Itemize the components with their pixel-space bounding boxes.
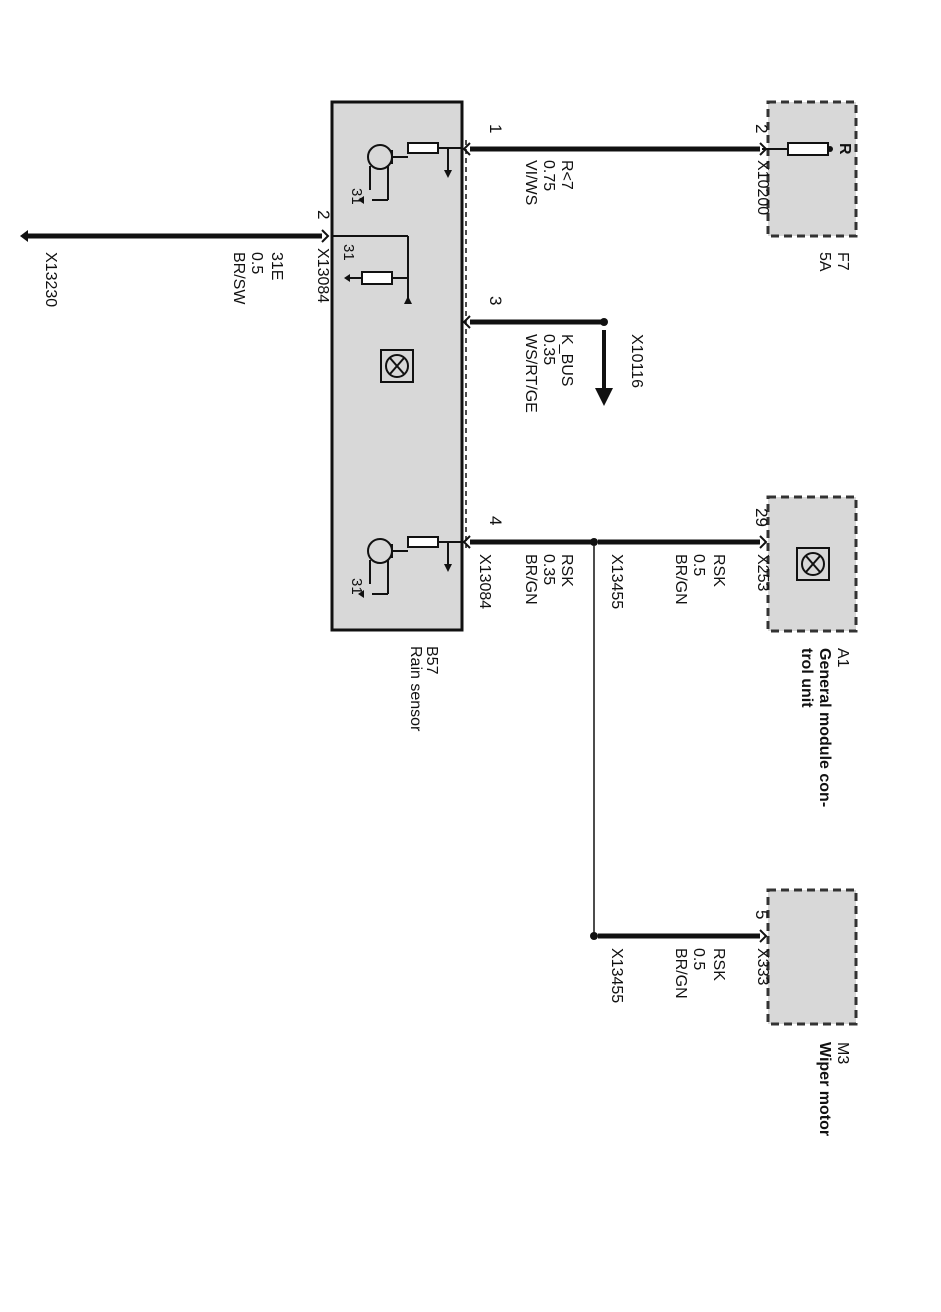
rain-sensor-id: B57 [423, 646, 440, 675]
wire-4-signal: RSK [558, 554, 575, 587]
connector-chevron [462, 315, 471, 329]
arrow-down-icon [595, 388, 613, 406]
splice-dot-icon [590, 538, 598, 546]
resistor-icon [407, 142, 439, 154]
splice-dot-icon [827, 146, 833, 152]
wire-2-connector: X13084 [314, 248, 331, 303]
fuse-pin-label: R [836, 143, 853, 155]
wire-2-size: 0.5 [248, 252, 265, 274]
fuse-box [766, 100, 858, 238]
connector-chevron [321, 229, 330, 243]
wire-6-signal: RSK [710, 948, 727, 981]
wire-1-sensor-pin: 1 [486, 124, 505, 133]
fuse-icon [787, 142, 829, 156]
fuse-rating: 5A [816, 252, 833, 272]
fuse-id: F7 [834, 252, 851, 271]
wire-6-color: BR/GN [672, 948, 689, 999]
general-module-id: A1 [834, 648, 851, 668]
wire-3-signal: K_BUS [558, 334, 575, 386]
wiper-motor-box [766, 888, 858, 1026]
connector-chevron [759, 142, 768, 156]
general-module-name-2: trol unit [798, 648, 815, 708]
transistor-icon [367, 144, 408, 201]
resistor-icon [407, 536, 439, 548]
general-module-name-1: General module con- [816, 648, 833, 807]
wire-1-connector: X10200 [754, 160, 771, 215]
ground-terminal-icon [20, 230, 28, 242]
wire-4-splice: X13455 [608, 554, 625, 609]
wire-6-connector: X333 [754, 948, 771, 985]
wire-6-wiper-pin: 5 [752, 910, 771, 919]
splice-dot-icon [590, 932, 598, 940]
ground-terminal-icon [344, 274, 350, 282]
wire-1-color: VI/WS [522, 160, 539, 205]
wire-5-connector: X253 [754, 554, 771, 591]
rain-sensor-name: Rain sensor [407, 646, 424, 732]
wire-5-size: 0.5 [690, 554, 707, 576]
wiper-motor-name: Wiper motor [816, 1042, 833, 1136]
wire-5-signal: RSK [710, 554, 727, 587]
arrow-down-icon [444, 170, 452, 178]
ground-terminal-icon [358, 590, 364, 598]
arrow-down-icon [444, 564, 452, 572]
wire-3-connector: X10116 [628, 334, 645, 388]
wire-2-signal: 31E [268, 252, 285, 280]
wire-3-size: 0.35 [540, 334, 557, 365]
wire-2-sensor-pin: 2 [314, 210, 333, 219]
wire-6-splice: X13455 [608, 948, 625, 1003]
wire-2-ground-point: X13230 [42, 252, 59, 307]
wire-5-gm-pin: 29 [752, 508, 771, 527]
control-unit-icon [796, 547, 830, 581]
wire-6-size: 0.5 [690, 948, 707, 970]
sensor-ground-label-1: 31 [348, 188, 365, 205]
wire-1-signal: R<7 [558, 160, 575, 190]
wire-2-color: BR/SW [230, 252, 247, 305]
wire-4-size: 0.35 [540, 554, 557, 585]
connector-chevron [759, 535, 768, 549]
wire-3-color: WS/RT/GE [522, 334, 539, 413]
wire-1-size: 0.75 [540, 160, 557, 191]
wire-5-color: BR/GN [672, 554, 689, 605]
wiper-motor-id: M3 [834, 1042, 851, 1064]
wire-4-sensor-pin: 4 [486, 516, 505, 525]
resistor-icon [361, 271, 393, 285]
connector-chevron [759, 929, 768, 943]
wire-1-fuse-pin: 2 [752, 124, 771, 133]
control-unit-icon [380, 349, 414, 383]
sensor-internal-pin2 [332, 235, 409, 300]
connector-chevron [462, 142, 471, 156]
splice-dot-icon [600, 318, 608, 326]
sensor-ground-label-4: 31 [348, 578, 365, 595]
wire-3-sensor-pin: 3 [486, 296, 505, 305]
wire-4-color: BR/GN [522, 554, 539, 605]
ground-terminal-icon [404, 296, 412, 304]
ground-terminal-icon [358, 196, 364, 204]
transistor-icon [367, 538, 408, 595]
connector-chevron [462, 535, 471, 549]
wire-4-connector: X13084 [476, 554, 493, 609]
sensor-ground-label-2: 31 [340, 244, 357, 261]
general-module-box [766, 495, 858, 633]
